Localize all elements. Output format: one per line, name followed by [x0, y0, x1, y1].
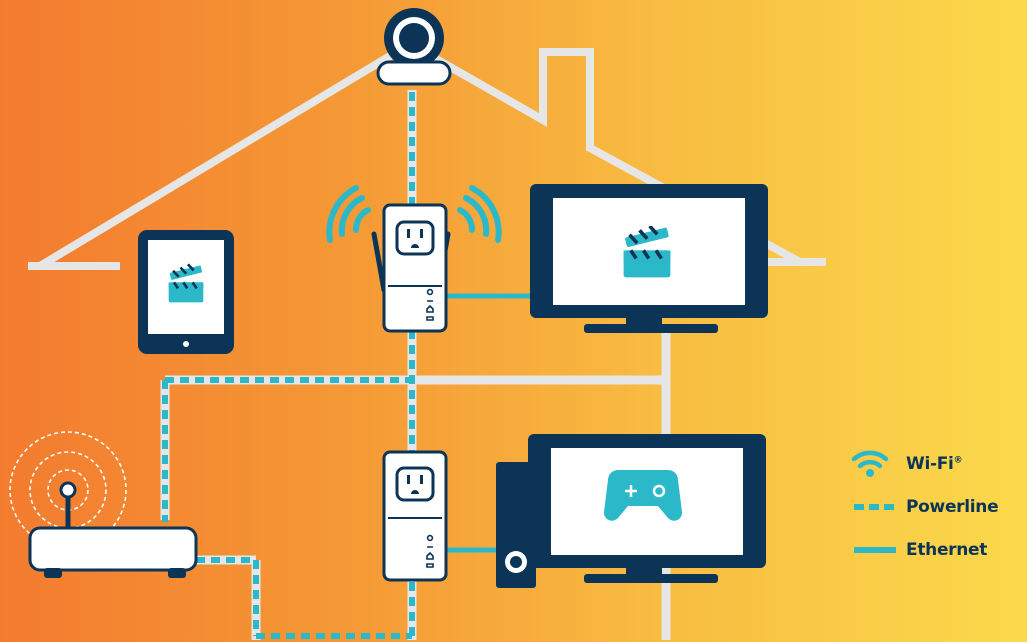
wifi-signal-icon: [326, 185, 502, 243]
outlet-icon: [395, 466, 435, 502]
wifi-icon: [850, 448, 906, 479]
legend-item-wifi: Wi-Fi®: [850, 448, 1027, 479]
legend-label-wifi: Wi-Fi: [906, 453, 954, 474]
router-icon: [9, 431, 198, 578]
dashed-line-icon: [850, 491, 906, 522]
tv-top: [530, 184, 768, 333]
legend-item-ethernet: Ethernet: [850, 534, 1027, 565]
legend-label-ethernet: Ethernet: [906, 539, 988, 560]
solid-line-icon: [850, 534, 906, 565]
gamepad-icon: [603, 470, 683, 521]
legend-label-powerline: Powerline: [906, 496, 999, 517]
powerline-connections: [162, 92, 415, 640]
legend: Wi-Fi® Powerline Ethernet: [850, 448, 1027, 577]
game-console-icon: [496, 462, 536, 588]
outlet-icon: [395, 220, 435, 256]
registered-mark: ®: [953, 454, 963, 465]
webcam-icon: [376, 8, 452, 86]
ethernet-connections: [445, 293, 530, 553]
tablet-icon: [138, 230, 234, 354]
tv-bottom: [528, 434, 766, 583]
wifi-extender-icon: [326, 185, 502, 333]
powerline-adapter-icon: [382, 450, 448, 582]
legend-item-powerline: Powerline: [850, 491, 1027, 522]
